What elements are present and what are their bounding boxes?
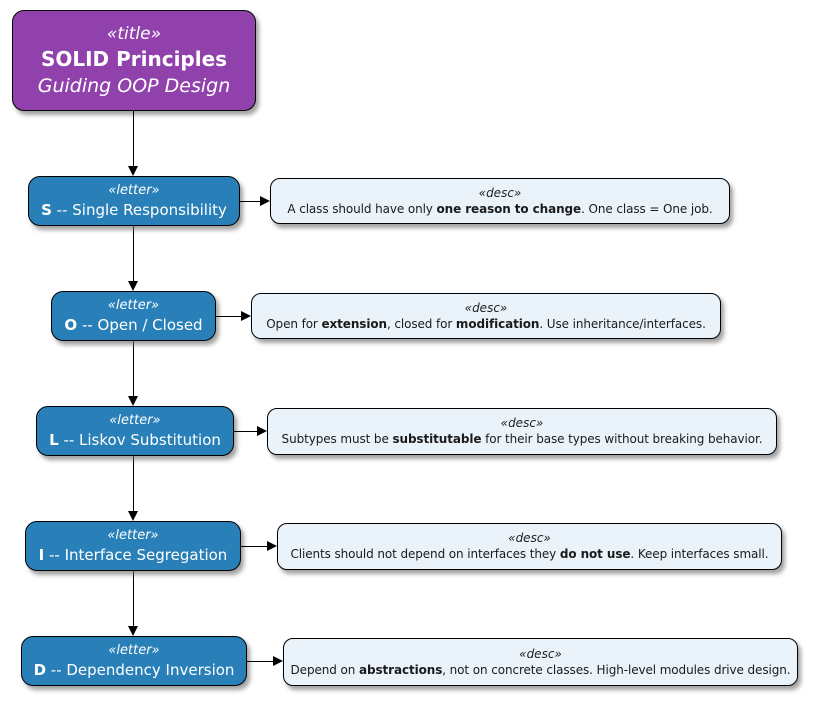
principle-node-d: «letter» D -- Dependency Inversion [21,636,247,686]
desc-node-o: «desc» Open for extension, closed for mo… [251,293,721,339]
principle-label: D -- Dependency Inversion [34,660,235,681]
title-subtitle: Guiding OOP Design [37,74,231,97]
desc-node-s: «desc» A class should have only one reas… [270,178,730,224]
title-stereotype: «title» [106,23,162,44]
desc-stereotype: «desc» [478,185,522,200]
connector-s-to-desc [240,201,261,202]
principle-letter: I [38,545,45,564]
principle-letter: D [33,660,47,679]
connector-i-to-desc [241,546,268,547]
desc-text: Open for extension, closed for modificat… [266,316,706,331]
connector-o-to-l [133,341,134,397]
principle-letter: S [41,200,52,219]
principle-label: S -- Single Responsibility [41,200,227,221]
principle-label: L -- Liskov Substitution [49,430,221,451]
arrowhead-right-icon [267,541,277,551]
connector-i-to-d [133,571,134,627]
letter-stereotype: «letter» [109,412,161,428]
principle-node-o: «letter» O -- Open / Closed [51,291,216,341]
connector-title-to-s [133,111,134,167]
desc-text: Subtypes must be substitutable for their… [281,432,763,446]
principle-label-rest: -- Dependency Inversion [46,660,235,679]
desc-node-i: «desc» Clients should not depend on inte… [277,523,782,570]
principle-label-rest: -- Open / Closed [77,315,203,334]
desc-text: Depend on abstractions, not on concrete … [290,662,791,677]
arrowhead-down-icon [128,396,138,406]
letter-stereotype: «letter» [108,642,160,658]
desc-stereotype: «desc» [500,416,544,430]
arrowhead-right-icon [257,426,267,436]
connector-o-to-desc [216,316,242,317]
principle-label: O -- Open / Closed [64,315,202,336]
principle-label-rest: -- Liskov Substitution [58,430,221,449]
desc-stereotype: «desc» [519,646,562,661]
arrowhead-down-icon [128,281,138,291]
principle-node-i: «letter» I -- Interface Segregation [25,521,241,571]
connector-l-to-desc [234,431,258,432]
letter-stereotype: «letter» [108,182,160,198]
desc-node-d: «desc» Depend on abstractions, not on co… [283,638,798,686]
title-node: «title» SOLID Principles Guiding OOP Des… [12,10,256,111]
arrowhead-right-icon [260,196,270,206]
connector-d-to-desc [247,661,274,662]
desc-text: Clients should not depend on interfaces … [290,547,769,561]
arrowhead-right-icon [241,311,251,321]
desc-stereotype: «desc» [508,531,551,545]
desc-node-l: «desc» Subtypes must be substitutable fo… [267,408,777,455]
principle-node-s: «letter» S -- Single Responsibility [28,176,240,226]
connector-s-to-o [133,226,134,282]
title-heading: SOLID Principles [40,46,228,71]
arrowhead-down-icon [128,166,138,176]
principle-label-rest: -- Interface Segregation [44,545,228,564]
principle-letter: L [49,430,59,449]
arrowhead-right-icon [273,656,283,666]
letter-stereotype: «letter» [107,527,159,543]
desc-text: A class should have only one reason to c… [287,201,713,216]
connector-l-to-i [133,456,134,512]
principle-node-l: «letter» L -- Liskov Substitution [36,406,234,456]
arrowhead-down-icon [128,511,138,521]
letter-stereotype: «letter» [107,297,160,313]
arrowhead-down-icon [128,626,138,636]
principle-letter: O [64,315,78,334]
principle-label-rest: -- Single Responsibility [51,200,227,219]
desc-stereotype: «desc» [464,300,508,315]
principle-label: I -- Interface Segregation [39,545,228,566]
